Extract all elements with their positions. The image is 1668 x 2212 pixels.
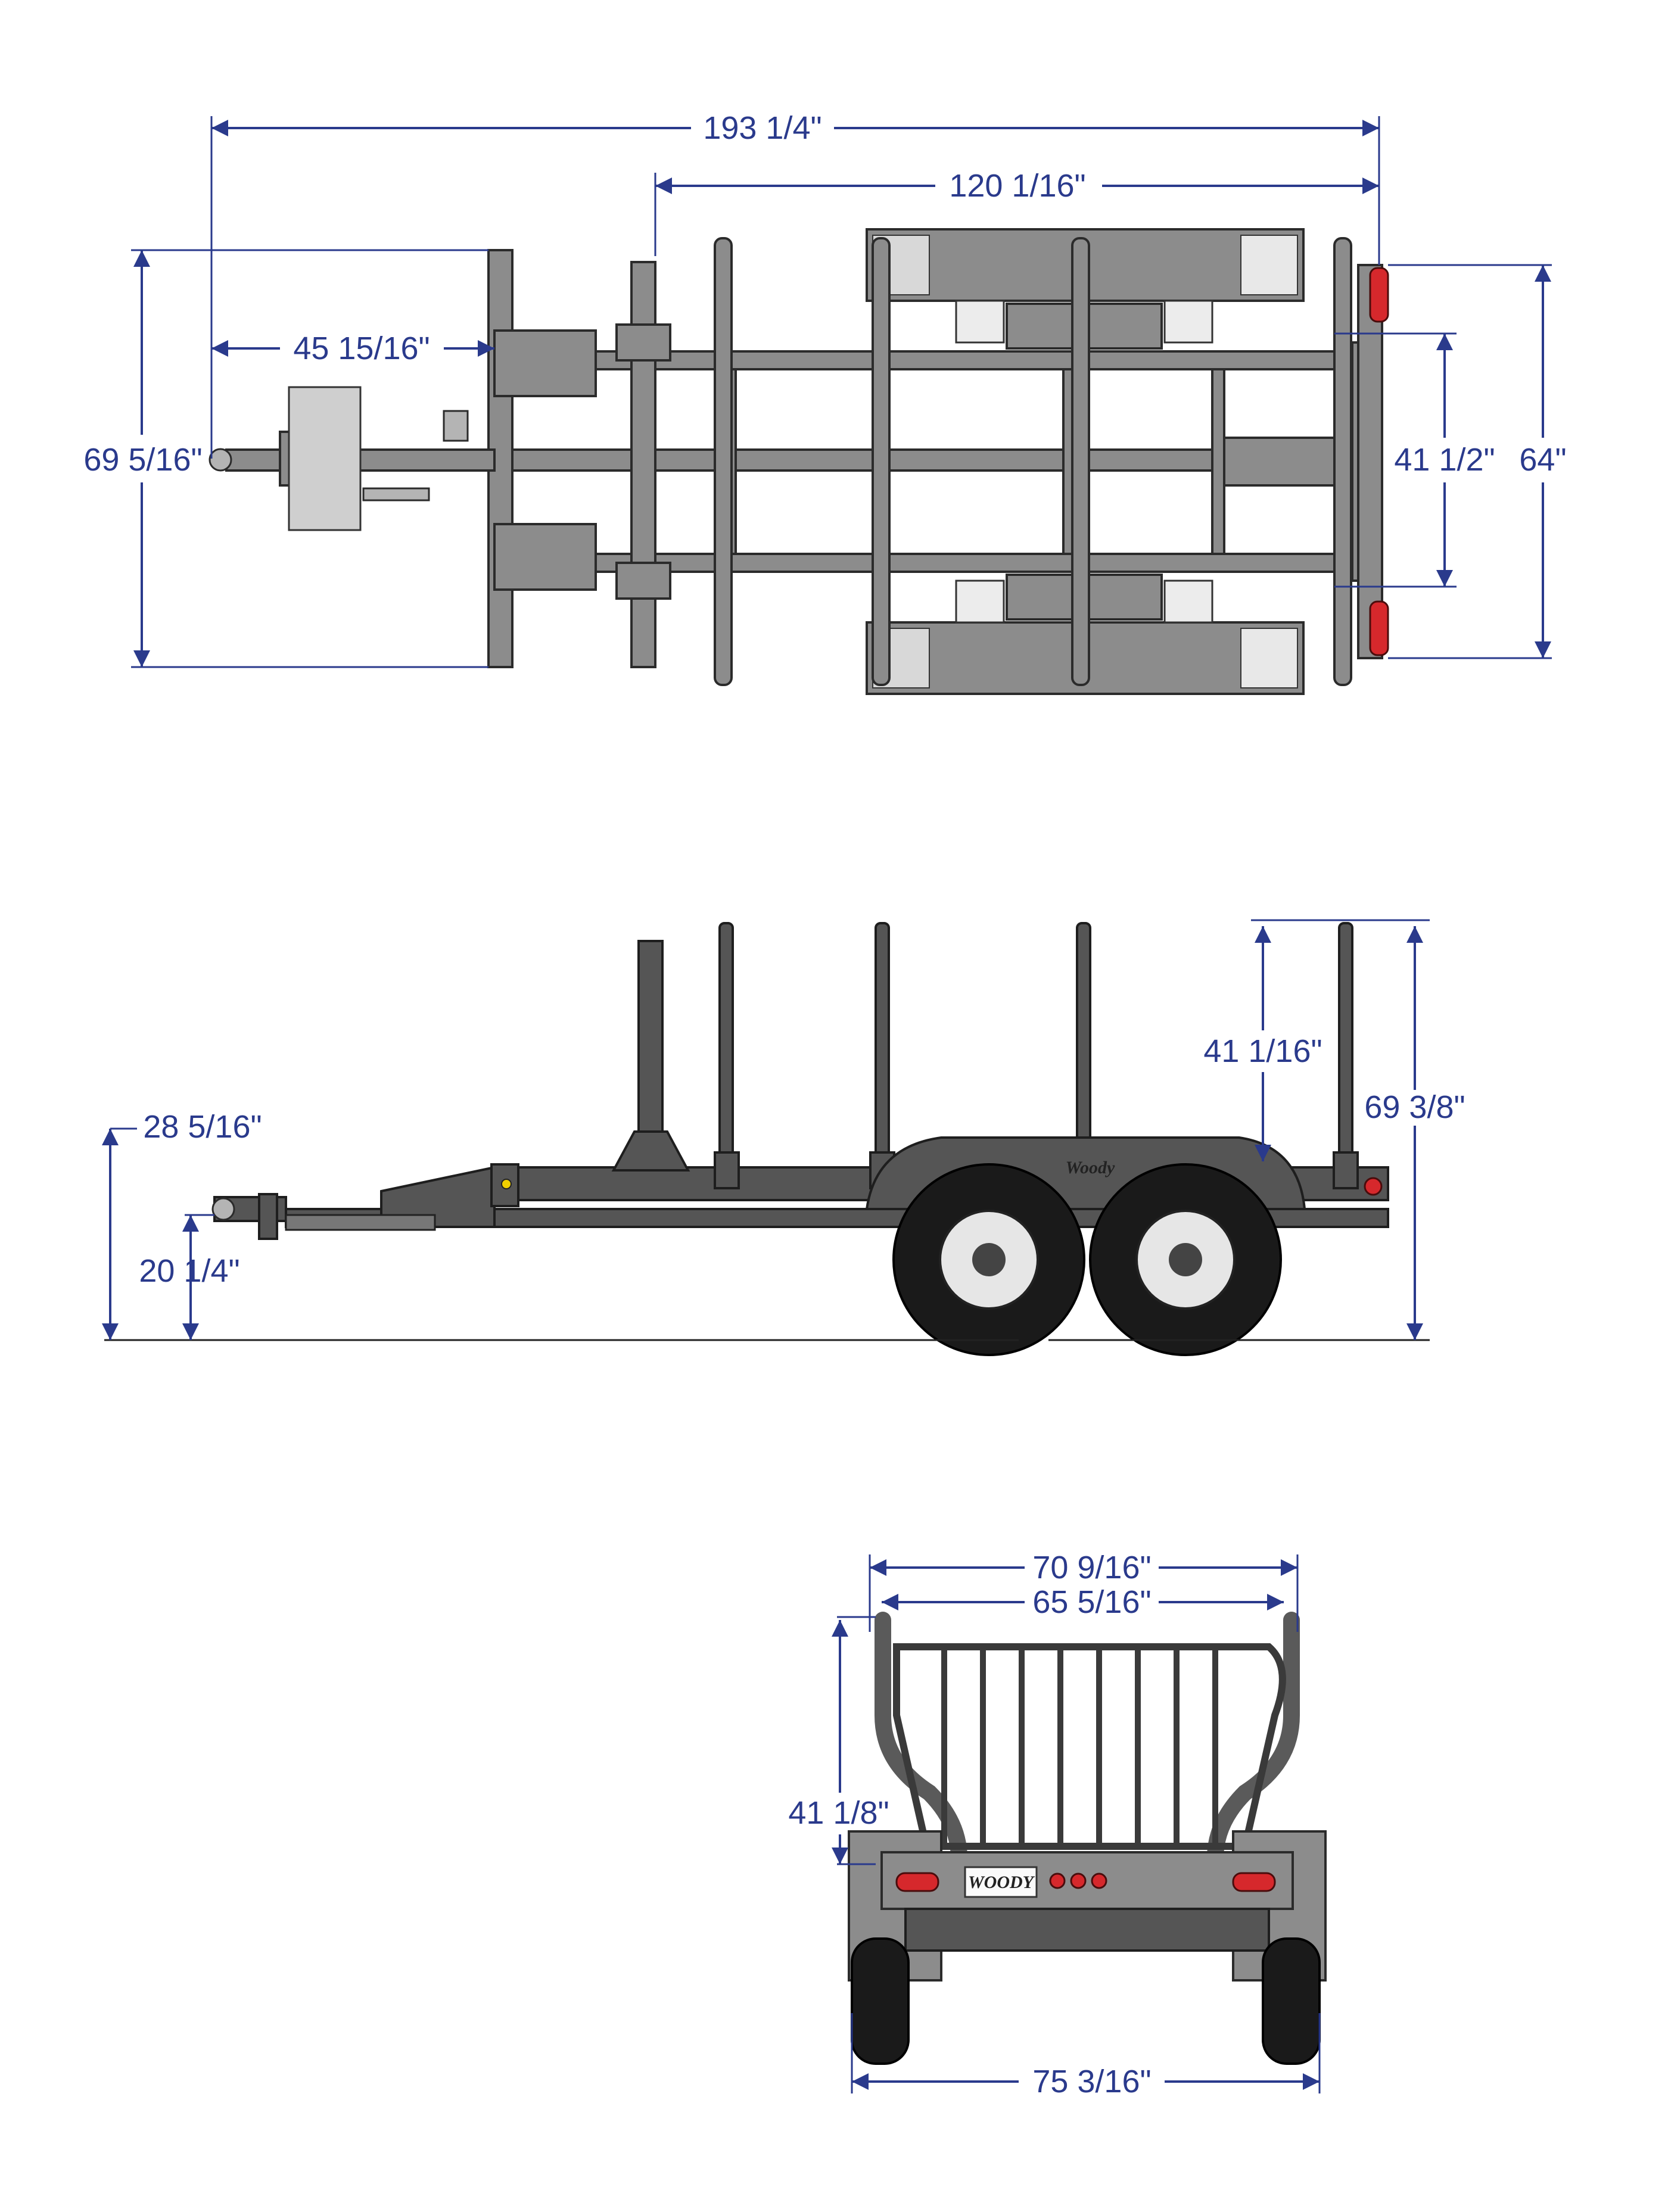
stakes-top [714,237,1352,686]
rear-bumper [880,1851,1294,1910]
rear-tire-right [1262,1937,1321,2065]
left-stake [875,1612,967,1867]
top-view: 193 1/4" 120 1/16" 45 15/16" 69 5/16" 41… [83,110,1567,695]
rear-headboard-grid [893,1643,1286,1850]
dim-overall-width: 69 5/16" [83,442,202,478]
tongue [208,386,496,531]
tail-light-right [1232,1872,1276,1892]
dim-frame-width: 41 1/2" [1394,442,1495,478]
dim-stake-inner-width: 65 5/16" [1032,1584,1151,1620]
dim-overall-height: 69 3/8" [1364,1089,1465,1125]
dim-fender-width: 64" [1519,442,1566,478]
side-headboard [490,940,690,1207]
rear-dimensions: 70 9/16" 65 5/16" 41 1/8" 75 3/16" [788,1550,1321,2099]
tail-light-left [895,1872,939,1892]
rear-axle [904,1908,1270,1952]
dim-bunk-length: 120 1/16" [949,168,1085,204]
top-dimensions: 193 1/4" 120 1/16" 45 15/16" 69 5/16" 41… [83,110,1567,668]
dim-hitch-height-top: 28 5/16" [143,1109,262,1145]
dim-overall-length: 193 1/4" [703,110,821,146]
rear-tire-left [851,1937,910,2065]
jack-plate [288,386,362,531]
rear-bumper-top [1357,264,1389,659]
dim-stake-outer-width: 70 9/16" [1032,1550,1151,1585]
side-hitch [211,1193,436,1240]
dim-track-width: 75 3/16" [1032,2064,1151,2099]
rear-view: WOODY 70 9/16" 65 5/16" 41 1/8" 75 3/16" [788,1550,1327,2099]
stakes-side [714,922,1359,1189]
dim-headboard-height: 41 1/8" [788,1795,889,1831]
right-stake [1207,1612,1300,1867]
dim-stake-height: 41 1/16" [1203,1033,1322,1069]
dim-hitch-height-bottom: 20 1/4" [139,1253,239,1289]
dim-tongue-to-axle: 45 15/16" [293,331,430,366]
plate [964,1866,1038,1898]
side-logo: Woody [1066,1158,1115,1177]
side-dimensions: 28 5/16" 20 1/4" 41 1/16" 69 3/8" [102,919,1465,1340]
side-view: Woody 28 5/16" 20 1/4" 41 1/16" [102,919,1465,1356]
rear-plate-text: WOODY [968,1873,1035,1892]
side-wheels [892,1163,1383,1356]
